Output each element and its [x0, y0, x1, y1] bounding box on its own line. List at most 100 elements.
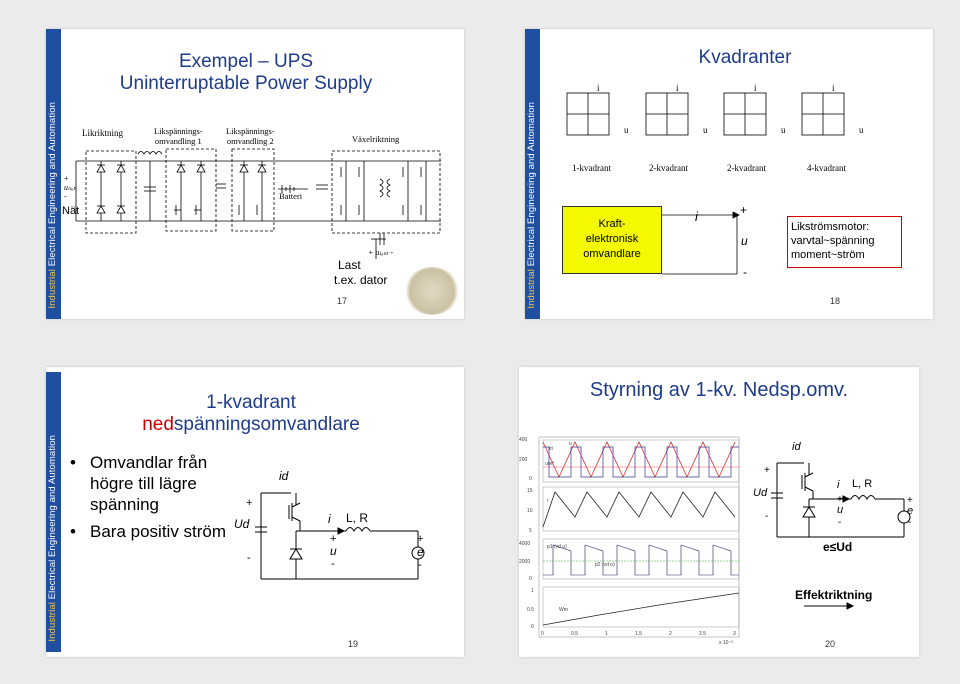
- slide19-title: 1-kvadrant nedspänningsomvandlare: [86, 392, 416, 436]
- effektriktning-label: Effektriktning: [795, 588, 873, 602]
- id-label: id: [792, 441, 801, 453]
- slide18-title: Kvadranter: [698, 47, 792, 68]
- y2-tick-5: 5: [529, 528, 532, 534]
- university-seal: [404, 267, 460, 315]
- y1-tick-0: 0: [529, 476, 532, 482]
- page-number: 20: [825, 639, 836, 649]
- ud-plus: +: [764, 465, 770, 476]
- plot-label-p2: p2 (vd o): [595, 562, 615, 568]
- plot-label-uref: uref: [545, 461, 554, 467]
- page-number: 17: [337, 296, 348, 306]
- e-plus: +: [907, 495, 913, 506]
- ud-minus: -: [765, 511, 769, 522]
- q1-axis-i: i: [597, 83, 600, 93]
- stage-vaxel: Växelriktning: [352, 134, 400, 144]
- slide-18: Industrial Electrical Engineering and Au…: [525, 29, 933, 319]
- y3-tick-2000: 2000: [519, 559, 531, 565]
- title-line1: 1-kvadrant: [206, 392, 296, 413]
- i-label: i: [328, 512, 331, 526]
- q2-axis-i: i: [676, 83, 679, 93]
- y3-tick-0: 0: [529, 576, 532, 582]
- u-nat-plus: +: [64, 174, 69, 183]
- y3-tick-4000: 4000: [519, 541, 531, 547]
- voltage-label: u: [741, 234, 748, 248]
- slide-20: Styrning av 1-kv. Nedsp.omv. tri u uref …: [519, 367, 919, 657]
- simulation-plots: [538, 436, 740, 638]
- u-label: u: [330, 544, 337, 558]
- sidebar-band: Industrial Electrical Engineering and Au…: [525, 29, 540, 319]
- quadrant-label-2: 2-kvadrant: [649, 163, 688, 173]
- dator-label: t.ex. dator: [334, 273, 388, 287]
- ud-label: Ud: [753, 487, 768, 499]
- y4-tick-0: 0: [531, 624, 534, 630]
- u-last-label: + uₗₐₛₜ -: [368, 248, 394, 257]
- e-label: e: [907, 505, 914, 517]
- plot-label-p1: p1 (vd u): [547, 544, 567, 550]
- e-label: e: [417, 545, 424, 559]
- q4-axis-u: u: [859, 125, 864, 135]
- x-tick-2: 2: [669, 631, 672, 637]
- y2-tick-15: 15: [527, 488, 533, 494]
- page-number: 18: [830, 296, 841, 306]
- e-minus: -: [418, 559, 422, 571]
- x-tick-15: 1.5: [635, 631, 642, 637]
- converter-box: Kraft- elektronisk omvandlare: [562, 206, 662, 274]
- stage-lik2: Likspännings- omvandling 2: [226, 126, 275, 146]
- x-tick-1: 1: [605, 631, 608, 637]
- bullet-1: •Omvandlar från högre till lägre spännin…: [70, 452, 232, 515]
- slide20-title: Styrning av 1-kv. Nedsp.omv.: [589, 379, 849, 401]
- slide17-title: Exempel – UPS Uninterruptable Power Supp…: [86, 51, 406, 95]
- quadrant-label-3: 2-kvadrant: [727, 163, 766, 173]
- quadrant-label-1: 1-kvadrant: [572, 163, 611, 173]
- batteri-label: Batteri: [279, 191, 303, 201]
- title-line2: Uninterruptable Power Supply: [119, 73, 373, 94]
- ud-plus: +: [246, 497, 253, 509]
- x-tick-0: 0: [541, 631, 544, 637]
- y1-tick-200: 200: [519, 457, 528, 463]
- buck-converter-circuit-2: [771, 462, 911, 610]
- bullet-2: •Bara positiv ström: [70, 521, 232, 542]
- quadrant-label-4: 4-kvadrant: [807, 163, 846, 173]
- minus-sign: -: [743, 265, 747, 279]
- u-nat-label: uₙₐₜ: [64, 183, 76, 192]
- x-tick-3: 3: [733, 631, 736, 637]
- i-label: i: [837, 479, 840, 491]
- motor-box: Likströmsmotor: varvtal~spänning moment~…: [787, 216, 902, 268]
- nat-label: Nät: [62, 205, 80, 217]
- y4-tick-1: 1: [531, 588, 534, 594]
- e-plus: +: [417, 533, 424, 545]
- q1-axis-u: u: [624, 125, 629, 135]
- y2-tick-10: 10: [527, 508, 533, 514]
- sidebar-band: Industrial Electrical Engineering and Au…: [46, 372, 61, 652]
- x-scale-label: x 10⁻³: [719, 640, 733, 646]
- q4-axis-i: i: [832, 83, 835, 93]
- buck-converter-circuit: [255, 492, 425, 580]
- e-minus: -: [908, 517, 912, 528]
- u-label: u: [837, 504, 844, 516]
- title-rest-part: spänningsomvandlare: [173, 414, 360, 435]
- page-number: 19: [348, 639, 359, 649]
- title-line2: nedspänningsomvandlare: [86, 414, 416, 436]
- stage-likriktning: Likriktning: [82, 128, 123, 138]
- bullet-2-text: Bara positiv ström: [90, 522, 227, 541]
- stage-lik1: Likspännings- omvandling 1: [154, 126, 203, 146]
- slide-19: Industrial Electrical Engineering and Au…: [46, 367, 464, 657]
- plus-sign: +: [740, 203, 748, 217]
- id-label: id: [279, 469, 289, 483]
- u-minus: -: [331, 558, 335, 570]
- quadrant-diagrams: [566, 92, 845, 275]
- plot-label-tri: tri: [549, 446, 554, 452]
- lr-label: L, R: [346, 511, 369, 525]
- u-nat-minus: -: [64, 192, 67, 201]
- condition-label: e≤Ud: [823, 540, 853, 554]
- last-label: Last: [338, 258, 361, 272]
- bullet-1-text: Omvandlar från högre till lägre spänning: [90, 453, 208, 514]
- ud-minus: -: [247, 552, 251, 564]
- y1-tick-400: 400: [519, 437, 528, 443]
- ud-label: Ud: [234, 517, 250, 531]
- x-tick-25: 2.5: [699, 631, 706, 637]
- x-tick-05: 0.5: [571, 631, 578, 637]
- q3-axis-i: i: [754, 83, 757, 93]
- u-minus: -: [838, 517, 842, 528]
- plot-label-i: i: [547, 498, 549, 504]
